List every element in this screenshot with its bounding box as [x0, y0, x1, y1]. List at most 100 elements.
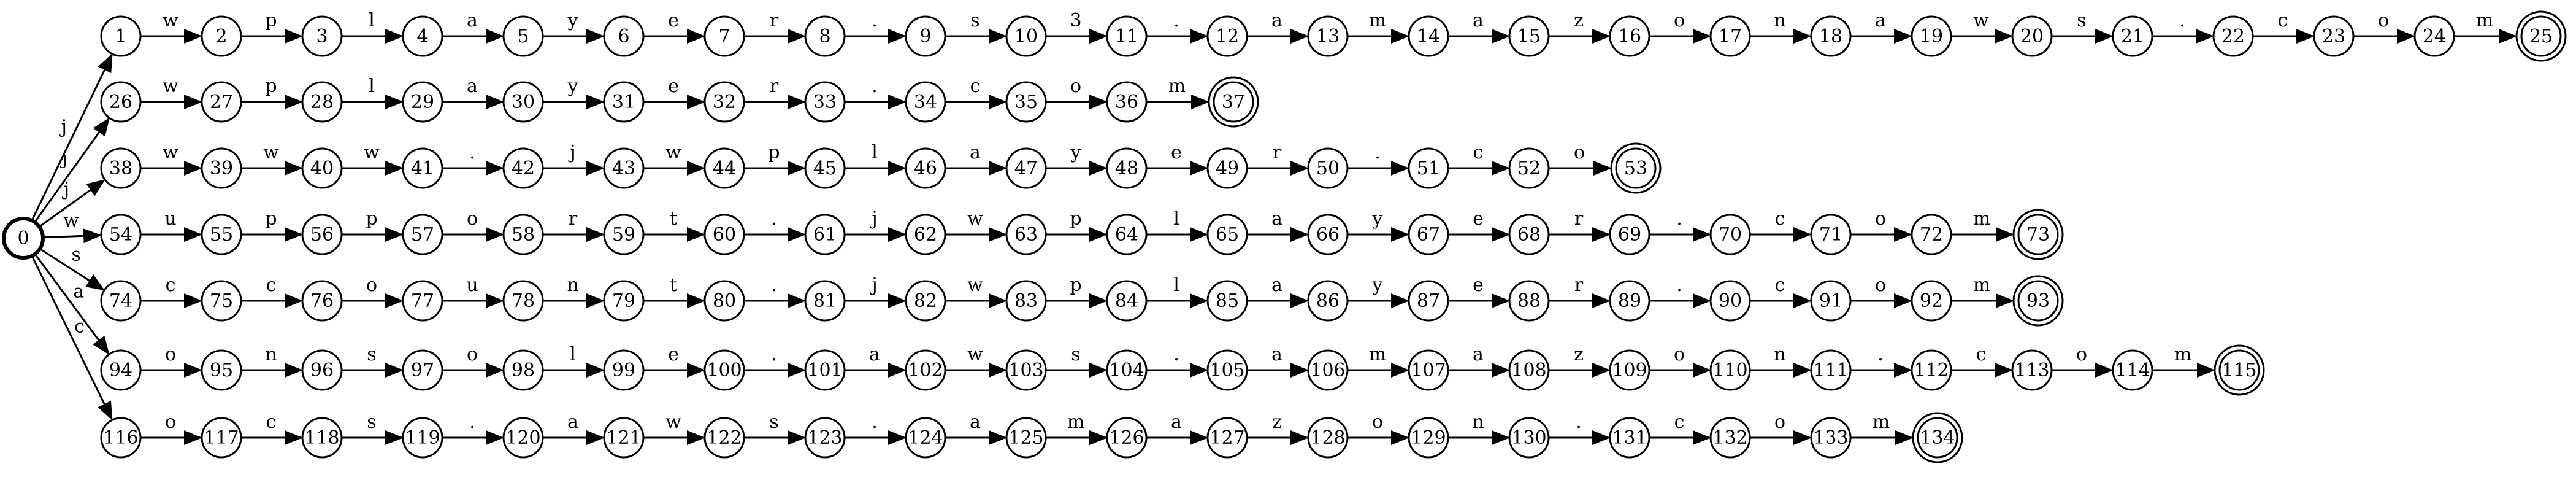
- state-label: 72: [1920, 224, 1943, 246]
- state-label: 88: [1517, 290, 1541, 312]
- edge-27-28-label: p: [265, 76, 277, 97]
- state-circle: [703, 280, 745, 322]
- state-circle: [201, 349, 242, 391]
- state-circle: [905, 417, 946, 459]
- state-label: 73: [2026, 224, 2050, 246]
- state: 24: [2413, 15, 2455, 57]
- state-label: 5: [517, 26, 529, 47]
- edge-51-52-label: c: [1473, 142, 1484, 163]
- state-circle: [1408, 417, 1449, 459]
- edge-81-82-label: j: [870, 274, 877, 296]
- state: 88: [1508, 280, 1550, 322]
- state-label: 47: [1014, 158, 1038, 179]
- state: 114: [2112, 349, 2153, 391]
- edge-8-9-label: .: [872, 10, 878, 31]
- state-circle: [502, 147, 544, 189]
- start-state: 0: [2, 217, 45, 260]
- edge-109-110-label: o: [1674, 344, 1685, 365]
- state-label: 6: [618, 26, 629, 47]
- edge-32-33-label: r: [770, 76, 779, 97]
- edge-103-104-label: s: [1071, 344, 1080, 365]
- state-circle: [603, 15, 645, 57]
- state: 76: [301, 280, 343, 322]
- state-label: 122: [707, 427, 742, 449]
- edge-40-41-label: w: [364, 142, 380, 163]
- state: 38: [100, 147, 142, 189]
- final-state: 134: [1912, 412, 1963, 463]
- state: 95: [201, 349, 242, 391]
- state-label: 39: [210, 158, 233, 179]
- state-label: 119: [405, 427, 440, 449]
- state-label: 126: [1109, 427, 1144, 449]
- final-state-ring: [2515, 10, 2567, 62]
- edge-56-57-label: p: [366, 208, 377, 230]
- edge-90-91-label: c: [1775, 274, 1785, 296]
- state-label: 36: [1115, 91, 1138, 113]
- state-label: 86: [1316, 290, 1340, 312]
- state-circle: [1609, 214, 1650, 255]
- edge-101-102-label: a: [869, 344, 880, 365]
- state-circle: [1005, 349, 1047, 391]
- state-circle: [905, 349, 946, 391]
- edge-33-34-label: .: [872, 76, 878, 97]
- state: 117: [201, 417, 242, 459]
- state-label: 75: [210, 290, 233, 312]
- edge-75-76-label: c: [266, 274, 277, 296]
- state: 124: [905, 417, 946, 459]
- state-circle: [1408, 349, 1449, 391]
- state-label: 2: [215, 26, 227, 47]
- edge-41-42-label: .: [469, 142, 475, 163]
- state: 125: [1005, 417, 1047, 459]
- state-label: 101: [807, 360, 842, 381]
- state-label: 129: [1411, 427, 1446, 449]
- edge-129-130-label: n: [1472, 411, 1484, 433]
- state-label: 18: [1819, 26, 1842, 47]
- state: 105: [1206, 349, 1248, 391]
- state-circle: [804, 214, 846, 255]
- state: 63: [1005, 214, 1047, 255]
- state-circle: [502, 417, 544, 459]
- edge-45-46-label: l: [872, 142, 878, 163]
- start-edge-26-label: j: [60, 148, 67, 169]
- edge-100-101-label: .: [771, 344, 777, 365]
- edge-24-25-label: m: [2476, 10, 2493, 31]
- state: 78: [502, 280, 544, 322]
- state-circle: [1709, 15, 1751, 57]
- state: 52: [1508, 147, 1550, 189]
- state-label: 65: [1216, 224, 1239, 246]
- edge-79-80-label: t: [670, 274, 677, 296]
- state-label: 90: [1719, 290, 1742, 312]
- start-edge-54-arrow: [42, 228, 102, 244]
- edge-34-35-label: c: [970, 76, 981, 97]
- state-label: 92: [1920, 290, 1943, 312]
- edge-124-125-label: a: [970, 411, 981, 433]
- edge-116-117-label: o: [165, 411, 176, 433]
- state-circle: [1206, 15, 1248, 57]
- edge-13-14-label: m: [1369, 10, 1386, 31]
- state: 16: [1609, 15, 1650, 57]
- state-circle: [1810, 417, 1852, 459]
- state: 101: [804, 349, 846, 391]
- state-label: 0: [17, 228, 29, 249]
- edge-121-122-label: w: [665, 411, 681, 433]
- state-circle: [2011, 349, 2053, 391]
- start-edge-94-label: a: [73, 281, 84, 302]
- state: 3: [301, 15, 343, 57]
- edge-49-50-label: r: [1273, 142, 1282, 163]
- state-circle: [1005, 280, 1047, 322]
- state-label: 41: [411, 158, 434, 179]
- edge-50-51-label: .: [1374, 142, 1381, 163]
- state: 70: [1709, 214, 1751, 255]
- state-circle: [1609, 417, 1650, 459]
- state-label: 25: [2529, 26, 2553, 47]
- edge-28-29-label: l: [369, 76, 375, 97]
- edge-119-120-label: .: [469, 411, 475, 433]
- edge-87-88-label: e: [1473, 274, 1484, 296]
- state-circle: [1408, 15, 1449, 57]
- state: 103: [1005, 349, 1047, 391]
- state-circle: [402, 81, 443, 123]
- state: 107: [1408, 349, 1449, 391]
- state-circle: [201, 147, 242, 189]
- state: 57: [402, 214, 443, 255]
